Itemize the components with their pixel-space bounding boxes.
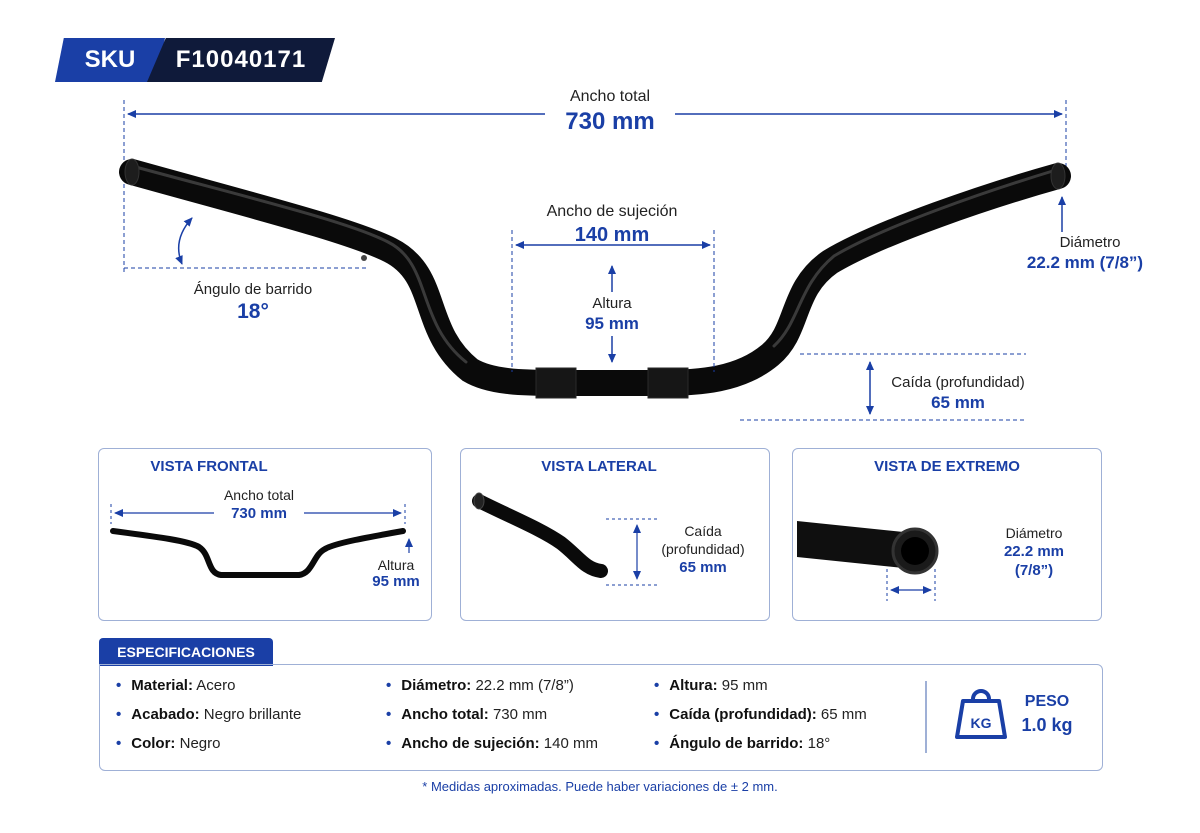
- specs-divider: [925, 681, 927, 753]
- total-width-label: Ancho total: [569, 88, 651, 105]
- sweep-angle-dimension: [124, 217, 366, 269]
- spec-item: •Acabado: Negro brillante: [116, 706, 302, 723]
- end-diameter-label: Diámetro: [1005, 525, 1063, 541]
- spec-item: •Ancho total: 730 mm: [386, 706, 548, 723]
- total-width-value: 730 mm: [565, 108, 655, 135]
- spec-item: •Ángulo de barrido: 18°: [654, 735, 831, 752]
- weight-icon: KG: [955, 689, 1007, 739]
- end-view-panel: VISTA DE EXTREMO Diámetro 22.2 mm (7/8”): [792, 448, 1102, 621]
- grip-width-dimension: [511, 230, 715, 372]
- drop-dimension: [740, 353, 1026, 421]
- spec-item: •Material: Acero: [116, 677, 236, 694]
- spec-item: •Caída (profundidad): 65 mm: [654, 706, 867, 723]
- drop-label: Caída (profundidad): [891, 374, 1025, 391]
- spec-item: •Altura: 95 mm: [654, 677, 768, 694]
- side-drop-label-2: (profundidad): [661, 541, 745, 557]
- side-drop-label-1: Caída: [684, 523, 722, 539]
- side-view-drawing: [472, 492, 659, 586]
- grip-width-value: 140 mm: [574, 224, 650, 246]
- end-view-title: VISTA DE EXTREMO: [874, 458, 1020, 475]
- end-diameter-value-2: (7/8”): [1014, 562, 1054, 579]
- diameter-value: 22.2 mm (7/8”): [1026, 253, 1144, 272]
- spec-item: •Diámetro: 22.2 mm (7/8”): [386, 677, 574, 694]
- sweep-angle-value: 18°: [237, 300, 269, 323]
- end-diameter-value-1: 22.2 mm: [1003, 543, 1065, 560]
- specs-panel: •Material: Acero •Acabado: Negro brillan…: [99, 664, 1103, 771]
- front-view-title: VISTA FRONTAL: [150, 458, 268, 475]
- weight-value: 1.0 kg: [1021, 715, 1073, 735]
- main-diagram: [119, 100, 1071, 421]
- end-view-drawing: [797, 521, 939, 601]
- front-height-label: Altura: [377, 557, 415, 573]
- front-height-value: 95 mm: [372, 573, 420, 590]
- sku-badge: SKU F10040171: [55, 38, 335, 82]
- specs-tab: ESPECIFICACIONES: [99, 638, 273, 666]
- footnote: * Medidas aproximadas. Puede haber varia…: [422, 779, 778, 794]
- front-view-drawing: [110, 504, 413, 578]
- handlebar-image: [119, 158, 1071, 399]
- sweep-angle-label: Ángulo de barrido: [193, 281, 313, 298]
- front-width-label: Ancho total: [223, 487, 295, 503]
- side-view-panel: VISTA LATERAL Caída (profundidad) 65 mm: [460, 448, 770, 621]
- height-value: 95 mm: [585, 314, 639, 333]
- drop-value: 65 mm: [931, 393, 985, 412]
- height-label: Altura: [592, 295, 632, 312]
- diameter-label: Diámetro: [1059, 234, 1121, 251]
- front-width-value: 730 mm: [231, 505, 287, 522]
- sku-value: F10040171: [147, 38, 335, 82]
- weight-label: PESO: [1024, 693, 1070, 710]
- side-drop-value: 65 mm: [679, 559, 727, 576]
- spec-item: •Color: Negro: [116, 735, 221, 752]
- sku-label: SKU: [55, 38, 165, 82]
- spec-item: •Ancho de sujeción: 140 mm: [386, 735, 598, 752]
- weight-icon-text: KG: [971, 715, 992, 731]
- front-view-panel: VISTA FRONTAL Ancho total 730 mm Altura …: [98, 448, 432, 621]
- grip-width-label: Ancho de sujeción: [546, 203, 678, 220]
- side-view-title: VISTA LATERAL: [541, 458, 657, 475]
